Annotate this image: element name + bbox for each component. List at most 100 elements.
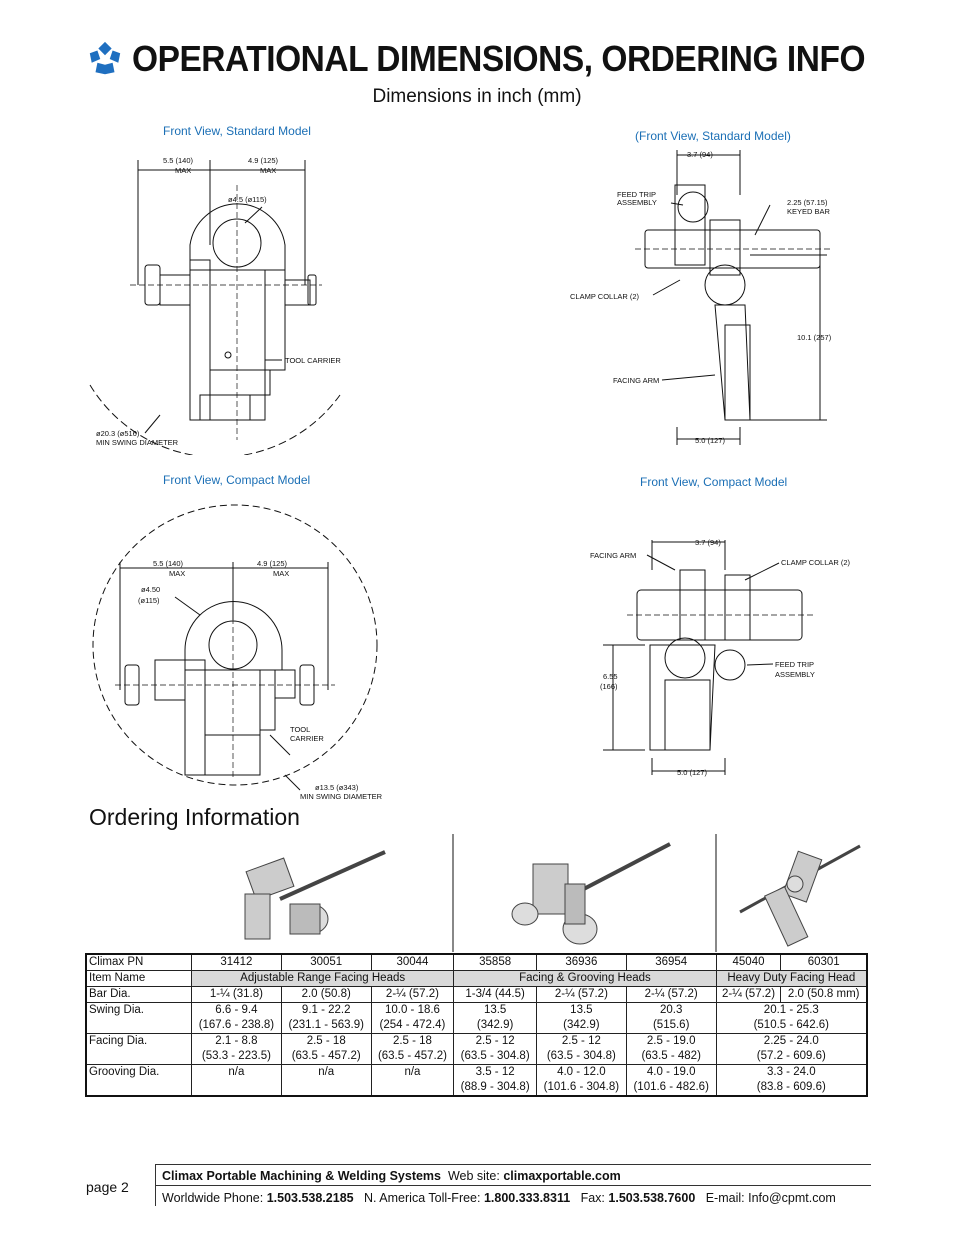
- pn-cell: 35858: [453, 953, 537, 971]
- cmp-front-bore-1: ø4.50: [141, 585, 160, 594]
- std-front-swing-sub: MIN SWING DIAMETER: [96, 438, 179, 447]
- name-cell: Adjustable Range Facing Heads: [190, 970, 455, 987]
- caption-cmp-side: Front View, Compact Model: [640, 475, 788, 489]
- facing-bot: (63.5 - 304.8): [460, 1050, 530, 1062]
- swing-bot: (515.6): [652, 1019, 690, 1031]
- std-front-dim-right: 4.9 (125): [248, 156, 279, 165]
- pn-cell: 36936: [535, 953, 627, 971]
- cmp-front-bore-2: (ø115): [138, 596, 160, 605]
- footer-divider-vertical: [155, 1164, 156, 1206]
- pn-cell: 30044: [370, 953, 455, 971]
- facing-bot: (63.5 - 304.8): [546, 1050, 616, 1062]
- drawing-standard-side: 3.7 (94) FEED TRIP ASSEMBLY 2.25 (57.15)…: [570, 150, 833, 445]
- groove-top: n/a: [228, 1066, 245, 1078]
- facing-bot: (63.5 - 482): [641, 1050, 701, 1062]
- groove-top: n/a: [404, 1066, 421, 1078]
- table-row: Climax PN 31412 30051 30044 35858 36936 …: [85, 953, 868, 971]
- bar-cell: 2.0 (50.8 mm): [780, 986, 868, 1003]
- footer-email-link[interactable]: Info@cpmt.com: [748, 1191, 836, 1205]
- footer-tollfree-label: N. America Toll-Free:: [364, 1191, 481, 1205]
- std-side-bottom: 5.0 (127): [695, 436, 726, 445]
- footer-divider-mid: [155, 1185, 871, 1186]
- std-side-height: 10.1 (257): [797, 333, 832, 342]
- row-label-bar: Bar Dia.: [85, 986, 192, 1003]
- swing-bot: (167.6 - 238.8): [198, 1019, 275, 1031]
- std-front-dim-left: 5.5 (140): [163, 156, 194, 165]
- facing-grooving-head-image: [511, 842, 671, 945]
- page-subtitle: Dimensions in inch (mm): [372, 86, 582, 107]
- groove-bot: (101.6 - 304.8): [543, 1081, 620, 1093]
- swing-top: 20.3: [659, 1004, 683, 1016]
- caption-cmp-front: Front View, Compact Model: [163, 473, 311, 487]
- facing-top: 2.5 - 19.0: [646, 1035, 696, 1047]
- cmp-side-height-1: 6.55: [603, 672, 618, 681]
- ordering-title: Ordering Information: [89, 804, 300, 830]
- page-number: page 2: [86, 1179, 129, 1195]
- footer-email-label: E-mail:: [705, 1191, 745, 1205]
- groove-top: 4.0 - 12.0: [557, 1066, 606, 1078]
- cmp-front-dim-left-sub: MAX: [169, 569, 185, 578]
- facing-top: 2.1 - 8.8: [215, 1035, 258, 1047]
- footer-company: Climax Portable Machining & Welding Syst…: [162, 1169, 441, 1183]
- pn-cell: 45040: [715, 953, 782, 971]
- std-front-dim-left-sub: MAX: [175, 166, 191, 175]
- table-row: Grooving Dia. n/a n/a n/a 3.5 - 12(88.9 …: [85, 1064, 868, 1097]
- facing-top: 2.5 - 12: [475, 1035, 515, 1047]
- drawing-compact-side: FACING ARM 3.7 (94) CLAMP COLLAR (2) 6.5…: [590, 538, 851, 777]
- std-side-keyed-1: 2.25 (57.15): [787, 198, 828, 207]
- footer-phone-label: Worldwide Phone:: [162, 1191, 264, 1205]
- swing-bot: (254 - 472.4): [379, 1019, 446, 1031]
- climax-logo-icon: [89, 41, 121, 75]
- bar-cell: 2-¼ (57.2): [625, 986, 717, 1003]
- cmp-side-facing-arm: FACING ARM: [590, 551, 636, 560]
- footer-web-link[interactable]: climaxportable.com: [503, 1169, 621, 1183]
- cmp-side-feed-1: FEED TRIP: [775, 660, 814, 669]
- footer-fax: 1.503.538.7600: [608, 1191, 696, 1205]
- groove-top: 3.5 - 12: [475, 1066, 515, 1078]
- cmp-front-tool-1: TOOL: [290, 725, 310, 734]
- footer-contact-line: Worldwide Phone: 1.503.538.2185 N. Ameri…: [162, 1191, 836, 1205]
- cmp-front-swing: ø13.5 (ø343): [315, 783, 359, 792]
- product-image-row: [244, 834, 861, 952]
- std-side-feed-1: FEED TRIP: [617, 190, 656, 199]
- footer-fax-label: Fax:: [580, 1191, 605, 1205]
- bar-cell: 1-¼ (31.8): [191, 986, 282, 1003]
- row-label-pn: Climax PN: [85, 953, 192, 971]
- swing-top: 20.1 - 25.3: [763, 1004, 819, 1016]
- swing-top: 9.1 - 22.2: [301, 1004, 351, 1016]
- table-row: Item Name Adjustable Range Facing Heads …: [85, 970, 868, 987]
- std-front-bore: ø4.5 (ø115): [228, 195, 267, 204]
- pn-cell: 31412: [191, 953, 282, 971]
- groove-bot: (88.9 - 304.8): [460, 1081, 530, 1093]
- swing-top: 6.6 - 9.4: [215, 1004, 258, 1016]
- std-side-clamp: CLAMP COLLAR (2): [570, 292, 640, 301]
- cmp-side-top: 3.7 (94): [695, 538, 721, 547]
- bar-cell: 2-¼ (57.2): [535, 986, 627, 1003]
- facing-top: 2.25 - 24.0: [763, 1035, 819, 1047]
- adjustable-facing-head-image: [244, 850, 386, 940]
- name-cell: Heavy Duty Facing Head: [715, 970, 868, 987]
- footer-company-line: Climax Portable Machining & Welding Syst…: [162, 1169, 621, 1183]
- facing-top: 2.5 - 18: [392, 1035, 432, 1047]
- std-side-feed-2: ASSEMBLY: [617, 198, 657, 207]
- footer-web-label: Web site:: [447, 1169, 500, 1183]
- swing-bot: (510.5 - 642.6): [753, 1019, 830, 1031]
- table-row: Bar Dia. 1-¼ (31.8) 2.0 (50.8) 2-¼ (57.2…: [85, 986, 868, 1003]
- pn-cell: 36954: [625, 953, 717, 971]
- bar-cell: 1-3/4 (44.5): [453, 986, 537, 1003]
- std-side-top: 3.7 (94): [687, 150, 713, 159]
- drawing-standard-front: 5.5 (140) MAX 4.9 (125) MAX ø4.5 (ø115) …: [89, 156, 341, 455]
- ordering-table: Climax PN 31412 30051 30044 35858 36936 …: [85, 953, 868, 1097]
- groove-bot: (101.6 - 482.6): [633, 1081, 709, 1093]
- bar-cell: 2-¼ (57.2): [370, 986, 455, 1003]
- swing-bot: (231.1 - 563.9): [288, 1019, 364, 1031]
- cmp-front-tool-2: CARRIER: [290, 734, 324, 743]
- swing-bot: (342.9): [476, 1019, 514, 1031]
- footer-phone: 1.503.538.2185: [266, 1191, 354, 1205]
- swing-top: 10.0 - 18.6: [384, 1004, 440, 1016]
- footer-tollfree: 1.800.333.8311: [483, 1191, 571, 1205]
- table-row: Facing Dia. 2.1 - 8.8(53.3 - 223.5) 2.5 …: [85, 1033, 868, 1065]
- cmp-front-swing-sub: MIN SWING DIAMETER: [300, 792, 383, 801]
- row-label-swing: Swing Dia.: [85, 1002, 192, 1034]
- std-front-swing: ø20.3 (ø516): [96, 429, 140, 438]
